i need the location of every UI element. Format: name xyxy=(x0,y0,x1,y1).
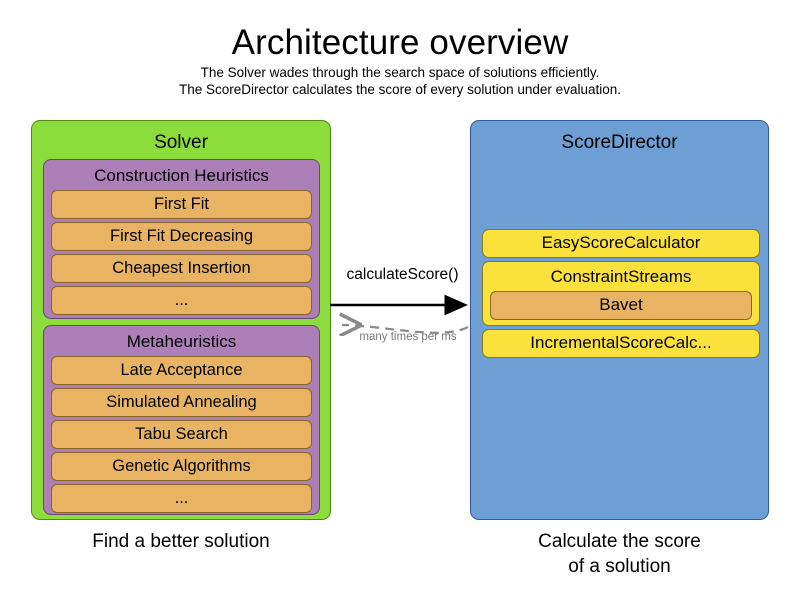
algorithm-item-genetic-algorithms[interactable]: Genetic Algorithms xyxy=(51,452,312,481)
constraint-streams-label: ConstraintStreams xyxy=(550,267,692,286)
algorithm-item-more-construction[interactable]: ... xyxy=(51,286,312,315)
algorithm-item-first-fit-decreasing[interactable]: First Fit Decreasing xyxy=(51,222,312,251)
metaheuristics-group: Metaheuristics Late Acceptance Simulated… xyxy=(43,325,320,515)
scoredirector-panel: ScoreDirector EasyScoreCalculator Constr… xyxy=(470,120,769,520)
connector-label-calculate-score: calculateScore() xyxy=(346,266,459,283)
connector-label-many-times-per-ms: many times per ms xyxy=(359,331,457,343)
scoredirector-title: ScoreDirector xyxy=(561,132,678,153)
score-calculator-list: EasyScoreCalculator ConstraintStreams Ba… xyxy=(482,229,760,361)
scoredirector-caption: Calculate the score of a solution xyxy=(470,529,769,579)
connector-arrows-svg xyxy=(330,294,469,355)
constraint-streams-impl-bavet[interactable]: Bavet xyxy=(490,291,752,320)
algorithm-item-simulated-annealing[interactable]: Simulated Annealing xyxy=(51,388,312,417)
score-calculator-incremental[interactable]: IncrementalScoreCalc... xyxy=(482,329,760,358)
algorithm-item-cheapest-insertion[interactable]: Cheapest Insertion xyxy=(51,254,312,283)
construction-heuristics-group: Construction Heuristics First Fit First … xyxy=(43,159,320,319)
algorithm-item-first-fit[interactable]: First Fit xyxy=(51,190,312,219)
algorithm-item-more-metaheuristics[interactable]: ... xyxy=(51,484,312,513)
diagram-header: Architecture overview The Solver wades t… xyxy=(0,22,800,98)
scoredirector-caption-line-2: of a solution xyxy=(568,556,671,577)
score-calculator-constraint-streams[interactable]: ConstraintStreams Bavet xyxy=(482,261,760,326)
solver-caption: Find a better solution xyxy=(92,531,270,552)
algorithm-item-tabu-search[interactable]: Tabu Search xyxy=(51,420,312,449)
solver-panel: Solver Construction Heuristics First Fit… xyxy=(31,120,331,520)
construction-heuristics-title: Construction Heuristics xyxy=(94,166,269,185)
page-title: Architecture overview xyxy=(231,23,569,62)
subtitle-line-2: The ScoreDirector calculates the score o… xyxy=(179,82,621,97)
subtitle-line-1: The Solver wades through the search spac… xyxy=(200,65,600,80)
score-calculator-easy[interactable]: EasyScoreCalculator xyxy=(482,229,760,258)
solver-title: Solver xyxy=(154,132,208,153)
arrow-return-many-times xyxy=(342,325,469,333)
connector-group: calculateScore() many times per ms xyxy=(330,265,475,355)
algorithm-item-late-acceptance[interactable]: Late Acceptance xyxy=(51,356,312,385)
metaheuristics-title: Metaheuristics xyxy=(126,332,237,351)
scoredirector-caption-line-1: Calculate the score xyxy=(538,531,701,552)
